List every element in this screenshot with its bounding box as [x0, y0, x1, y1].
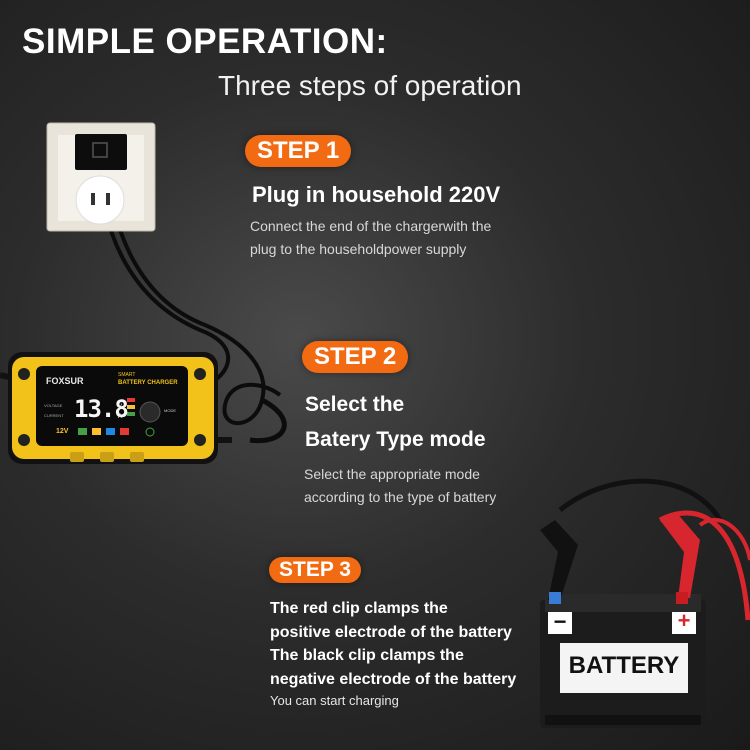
step-2-description-line-1: Select the appropriate mode — [304, 466, 480, 482]
wall-outlet — [46, 122, 156, 232]
cable-coil — [249, 397, 287, 444]
charger-current-label: CURRENT — [44, 413, 64, 418]
battery-plus-sign: + — [677, 608, 691, 633]
step-3-line-2: positive electrode of the battery — [270, 624, 512, 641]
step-2-heading-line-1: Select the — [305, 393, 405, 416]
page-subtitle: Three steps of operation — [218, 70, 522, 101]
negative-terminal-sign — [548, 612, 572, 634]
charger-label-main: BATTERY CHARGER — [118, 380, 178, 386]
charger-label-top: SMART — [118, 372, 136, 378]
step-1-description-line-1: Connect the end of the chargerwith the — [250, 218, 492, 234]
step-3-line-4: negative electrode of the battery — [270, 671, 517, 688]
power-cable-loop — [106, 159, 282, 426]
charger-brand: FOXSUR — [46, 376, 84, 386]
step-2-heading-line-2: Batery Type mode — [305, 428, 486, 451]
charger-voltage-tag: 12V — [56, 428, 69, 435]
step-1-badge: STEP 1 — [245, 135, 352, 167]
charger-display: 13.8 — [74, 395, 129, 423]
charger-voltage-label: VOLTAGE — [44, 403, 63, 408]
page-title: SIMPLE OPERATION: — [22, 22, 388, 61]
power-plug — [75, 134, 127, 170]
black-cable — [558, 478, 723, 522]
charger-unit-a: A — [118, 414, 123, 420]
car-battery — [540, 478, 750, 728]
step-3-line-1: The red clip clamps the — [270, 600, 448, 617]
step-1-heading: Plug in household 220V — [252, 182, 501, 207]
battery-label: BATTERY — [568, 652, 680, 679]
battery-charger — [8, 352, 218, 464]
charger-mode-label: MODE — [164, 408, 176, 413]
step-1-description-line-2: plug to the householdpower supply — [250, 241, 467, 257]
step-2-badge: STEP 2 — [302, 341, 409, 373]
red-clamp — [660, 512, 700, 604]
black-clamp — [540, 520, 578, 604]
positive-terminal-sign — [672, 612, 696, 634]
step-3-badge: STEP 3 — [269, 557, 361, 583]
charger-unit-v: V — [118, 404, 123, 410]
step-3-line-5: You can start charging — [270, 693, 399, 708]
battery-label-panel — [560, 643, 688, 693]
step-2-description-line-2: according to the type of battery — [304, 489, 497, 505]
step-3-line-3: The black clip clamps the — [270, 647, 464, 664]
battery-minus-sign: − — [553, 609, 567, 634]
